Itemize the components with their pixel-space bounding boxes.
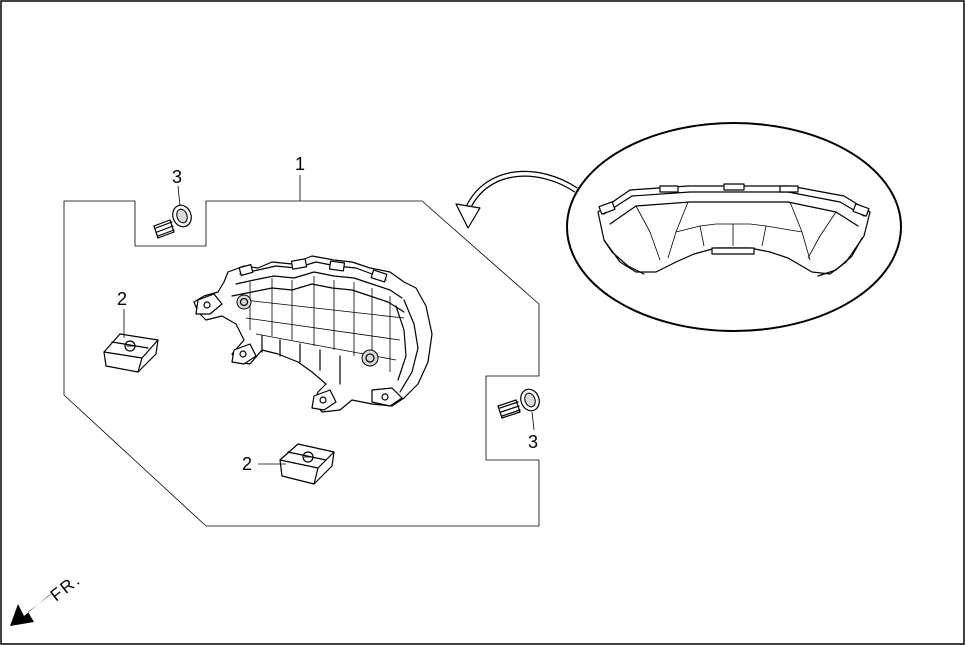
front-direction-label: FR. [47, 570, 85, 606]
meter-front-view [597, 183, 871, 277]
callout-part3-lower: 3 [528, 432, 538, 452]
leader-line-part3-lower [531, 411, 535, 431]
front-direction-indicator: FR. [10, 570, 85, 626]
screw-upper [153, 204, 192, 239]
front-arrow-icon [10, 592, 54, 626]
detail-arrow [455, 170, 578, 229]
callout-part2-lower: 2 [242, 454, 252, 474]
assembly-boundary [63, 200, 540, 527]
callout-part2-upper: 2 [117, 289, 127, 309]
screw-lower [497, 388, 540, 419]
callout-part3-upper: 3 [172, 167, 182, 187]
leader-line-part3-upper [177, 185, 181, 207]
callout-part1: 1 [295, 154, 305, 174]
clip-nut-upper [103, 333, 159, 373]
clip-nut-lower [279, 443, 335, 485]
meter-assembly [193, 255, 433, 413]
